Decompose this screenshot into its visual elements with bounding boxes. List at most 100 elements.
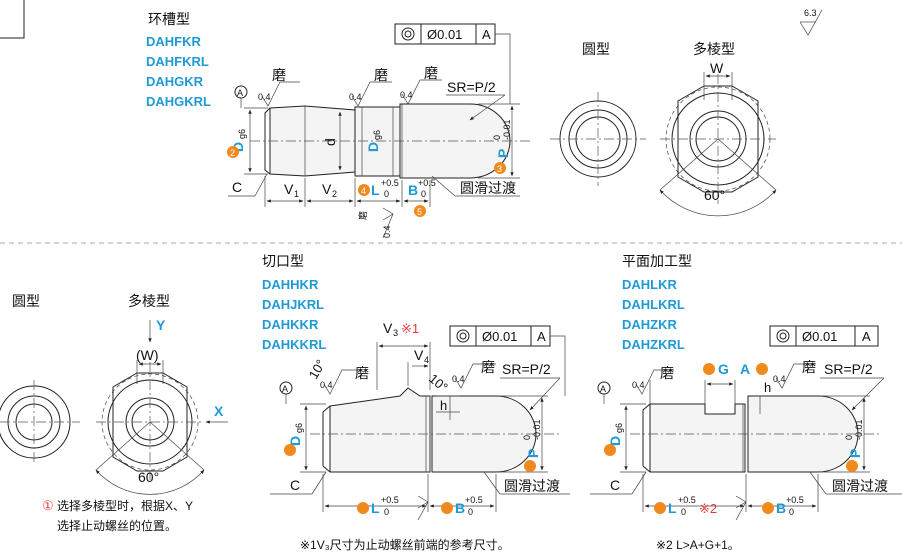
footnote: ※2 L>A+G+1。 — [656, 538, 740, 552]
grind-label: 磨 — [358, 211, 368, 220]
B-tol-upper: +0.5 — [786, 495, 804, 505]
tolerance-datum: A — [482, 27, 491, 42]
grind-label: 磨 — [424, 65, 438, 81]
P-tol-lower: -0.01 — [502, 119, 512, 140]
model-code: DAHZKR — [622, 317, 677, 332]
polygon-end-view — [659, 72, 777, 217]
num-marker — [604, 444, 616, 456]
L-tol-upper: +0.5 — [381, 178, 399, 188]
V2-sub: 2 — [332, 189, 337, 199]
roughness-value: 0.4 — [349, 92, 362, 102]
B-tol-upper: +0.5 — [465, 495, 483, 505]
W-label: W — [710, 60, 724, 76]
W-label: (W) — [136, 347, 159, 363]
B-tol-lower: 0 — [421, 189, 426, 199]
L-label: L — [371, 500, 380, 516]
tolerance-value: Ø0.01 — [427, 27, 462, 42]
flat-pin-drawing — [590, 325, 902, 521]
sr-label: SR=P/2 — [824, 361, 873, 377]
model-code: DAHFKRL — [146, 54, 209, 69]
tolerance-datum: A — [862, 329, 871, 344]
num-marker — [524, 460, 536, 472]
model-code: DAHLKRL — [622, 297, 685, 312]
L-tol-lower: 0 — [384, 507, 389, 517]
num-marker — [357, 502, 369, 514]
model-code: DAHGKR — [146, 74, 204, 89]
g6-label: g6 — [614, 423, 624, 433]
P-label: P — [495, 149, 511, 158]
model-code: DAHKKRL — [262, 337, 326, 352]
L-tol-lower: 0 — [681, 507, 686, 517]
D-label: D — [230, 142, 246, 152]
polygon-type-label: 多棱型 — [693, 41, 735, 57]
num-marker — [227, 146, 239, 158]
angle-label: 10° — [306, 357, 329, 382]
C-label: C — [610, 477, 620, 493]
round-end-view — [0, 380, 80, 464]
V4-sub: 4 — [424, 355, 429, 365]
V2-label: V — [322, 181, 332, 197]
model-code: DAHZKRL — [622, 337, 685, 352]
grind-label: 磨 — [374, 67, 388, 83]
B-tol-lower: 0 — [468, 507, 473, 517]
round-end-view — [550, 92, 646, 186]
model-code: DAHGKRL — [146, 94, 211, 109]
roughness-value: 0.4 — [400, 90, 413, 100]
transition-label: 圆滑过渡 — [460, 180, 516, 196]
transition-label: 圆滑过渡 — [832, 478, 888, 494]
V1-sub: 1 — [294, 189, 299, 199]
num-marker — [846, 460, 858, 472]
L-tol-lower: 0 — [384, 189, 389, 199]
P-tol-upper: 0 — [844, 435, 854, 440]
d-label: d — [322, 138, 338, 146]
num-marker — [756, 363, 768, 375]
num-label: 4 — [361, 186, 366, 196]
cut-type-title: 切口型 — [262, 253, 304, 269]
corner-frame — [0, 0, 25, 39]
L-label: L — [371, 182, 380, 198]
round-type-label: 圆型 — [582, 41, 610, 57]
sr-label: SR=P/2 — [447, 79, 496, 95]
V1-label: V — [284, 181, 294, 197]
note-line: 选择多棱型时，根据X、Y — [57, 498, 193, 513]
B-tol-lower: 0 — [789, 507, 794, 517]
surface-finish-icon — [799, 9, 823, 36]
num-marker — [358, 184, 370, 196]
D-label: D — [365, 142, 381, 152]
h-label: h — [440, 398, 447, 413]
P-tol-upper: 0 — [522, 435, 532, 440]
roughness-value: 0.4 — [258, 92, 271, 102]
grind-label: 磨 — [802, 359, 816, 375]
grind-label: 磨 — [272, 67, 286, 83]
cut-pin-drawing — [270, 325, 570, 521]
num-label: 5 — [417, 207, 422, 217]
transition-label: 圆滑过渡 — [504, 478, 560, 494]
C-label: C — [290, 477, 300, 493]
note-line: 选择止动螺丝的位置。 — [57, 518, 177, 533]
L-label: L — [668, 500, 677, 516]
model-code: DAHFKR — [146, 34, 201, 49]
surface-finish-value: 6.3 — [804, 8, 817, 18]
datum-label: A — [237, 88, 243, 98]
grooved-pin-drawing — [228, 23, 530, 239]
model-code: DAHLKR — [622, 277, 677, 292]
g6-label: g6 — [372, 130, 382, 140]
num-label: 3 — [497, 164, 502, 174]
num-marker — [654, 502, 666, 514]
polygon-type-label: 多棱型 — [128, 293, 170, 309]
model-code: DAHHKR — [262, 277, 319, 292]
grind-label: 磨 — [660, 365, 674, 381]
roughness-value: 0.4 — [632, 380, 645, 390]
V3-mark: ※1 — [401, 321, 419, 336]
C-label: C — [232, 179, 242, 195]
flat-type-title: 平面加工型 — [622, 253, 692, 269]
num-marker — [414, 205, 426, 217]
roughness-value: 0.4 — [773, 374, 786, 384]
G-label: G — [718, 361, 729, 377]
X-label: X — [214, 403, 224, 419]
num-marker — [703, 363, 715, 375]
B-label: B — [776, 500, 786, 516]
grind-label: 磨 — [481, 359, 495, 375]
